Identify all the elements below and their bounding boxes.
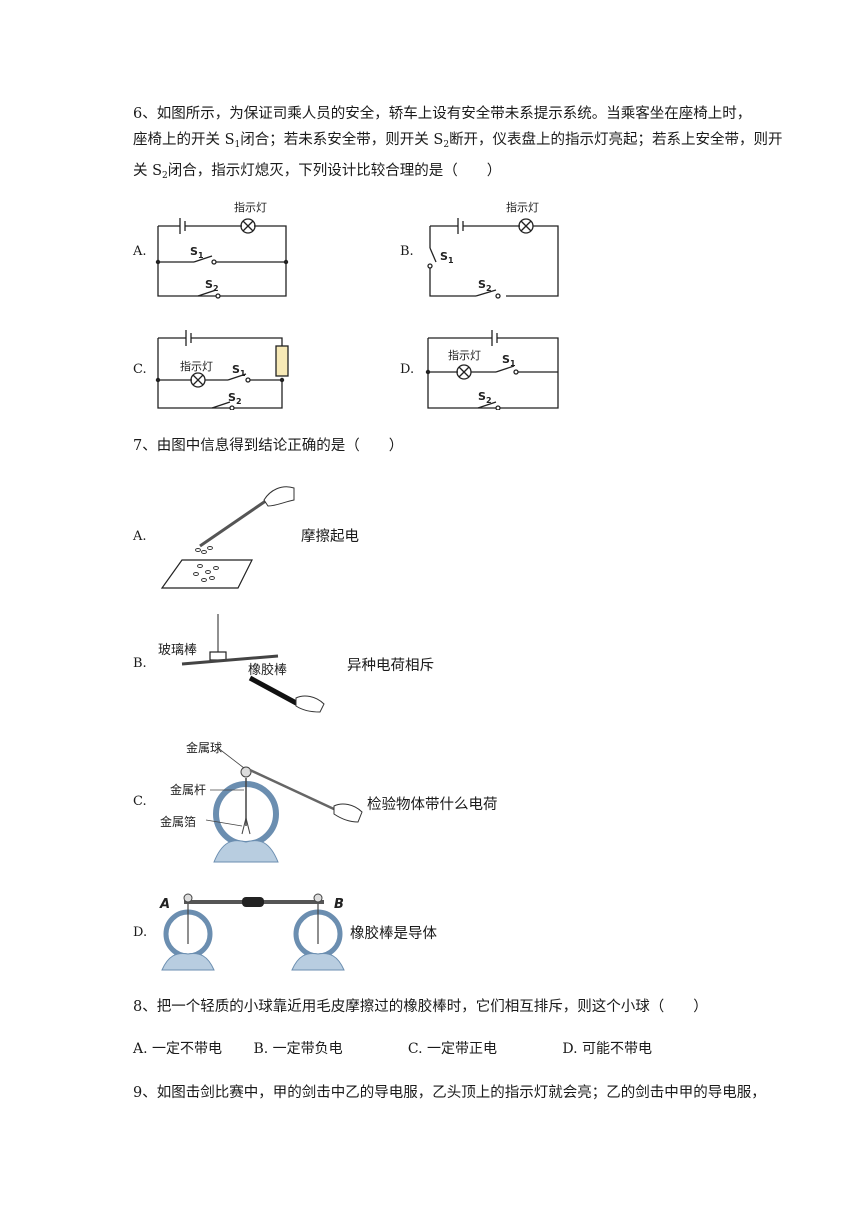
q7-option-b-letter: B. (133, 656, 147, 671)
circuit-d-s1-label: S1 (502, 353, 516, 368)
q6-line1: 6、如图所示，为保证司乘人员的安全，轿车上设有安全带未系提示系统。当乘客坐在座椅… (133, 106, 752, 122)
circuit-c-s1-label: S1 (232, 363, 246, 378)
q6-option-d-letter: D. (400, 362, 415, 377)
circuit-b-s1-label: S1 (440, 250, 454, 265)
q6-line3: 关 S2闭合，指示灯熄灭，下列设计比较合理的是（ ） (133, 163, 502, 181)
circuit-c-lamp-label: 指示灯 (180, 359, 213, 373)
q7-c-metal-ball-label: 金属球 (186, 740, 222, 755)
q7-a-rubbing-illustration (160, 486, 295, 589)
question-6: 6、如图所示，为保证司乘人员的安全，轿车上设有安全带未系提示系统。当乘客坐在座椅… (133, 101, 823, 189)
q7-option-a-letter: A. (133, 529, 147, 544)
q7-option-d-letter: D. (133, 925, 148, 940)
circuit-a-s1-label: S1 (190, 245, 204, 260)
q7-d-caption: 橡胶棒是导体 (350, 926, 437, 942)
q6-line2: 座椅上的开关 S1闭合；若未系安全带，则开关 S2断开，仪表盘上的指示灯亮起；若… (133, 132, 783, 150)
q6-option-c-letter: C. (133, 362, 147, 377)
q7-b-rubber-rod-label: 橡胶棒 (248, 662, 287, 678)
q6-option-b-letter: B. (400, 244, 414, 259)
circuit-c-s2-label: S2 (228, 391, 242, 406)
q7-b-glass-rod-label: 玻璃棒 (158, 643, 197, 658)
circuit-d-diagram: 指示灯 S1 S2 (425, 330, 559, 410)
q7-c-metal-foil-label: 金属箔 (160, 814, 196, 829)
circuit-d-lamp-label: 指示灯 (448, 348, 481, 362)
circuit-d-s2-label: S2 (478, 390, 492, 405)
q7-d-two-electroscopes-illustration: A B (159, 893, 345, 971)
circuit-a-s2-label: S2 (205, 278, 219, 293)
circuit-a-diagram: 指示灯 S1 S2 (155, 200, 289, 299)
question-9: 9、如图击剑比赛中，甲的剑击中乙的导电服，乙头顶上的指示灯就会亮；乙的剑击中甲的… (133, 1085, 766, 1101)
q7-c-caption: 检验物体带什么电荷 (367, 797, 498, 813)
q7-c-metal-rod-label: 金属杆 (170, 782, 206, 797)
q7-b-caption: 异种电荷相斥 (347, 658, 434, 674)
circuit-b-diagram: 指示灯 S1 S2 (427, 200, 559, 299)
q8-choices: A. 一定不带电 B. 一定带负电 C. 一定带正电 D. 可能不带电 (133, 1038, 652, 1058)
question-7: 7、由图中信息得到结论正确的是（ ） (133, 438, 404, 454)
q7-d-label-a: A (159, 897, 170, 912)
circuit-b-s2-label: S2 (478, 278, 492, 293)
q8-choice-d: D. 可能不带电 (562, 1041, 652, 1057)
circuit-b-lamp-label: 指示灯 (506, 200, 539, 214)
q7-option-c-letter: C. (133, 794, 147, 809)
q8-choice-c: C. 一定带正电 (407, 1041, 498, 1057)
q7-b-rods-illustration: 玻璃棒 橡胶棒 (158, 614, 325, 713)
q6-option-a-letter: A. (133, 244, 147, 259)
question-8: 8、把一个轻质的小球靠近用毛皮摩擦过的橡胶棒时，它们相互排斥，则这个小球（ ） (133, 999, 708, 1015)
q7-a-caption: 摩擦起电 (301, 529, 359, 545)
q8-choice-b: B. 一定带负电 (253, 1041, 343, 1057)
circuit-a-lamp-label: 指示灯 (234, 200, 267, 214)
circuit-c-diagram: 指示灯 S1 S2 (155, 330, 289, 410)
q7-c-electroscope-illustration: 金属球 金属杆 金属箔 (160, 740, 363, 863)
q7-d-label-b: B (334, 897, 344, 912)
q8-choice-a: A. 一定不带电 (133, 1041, 223, 1057)
